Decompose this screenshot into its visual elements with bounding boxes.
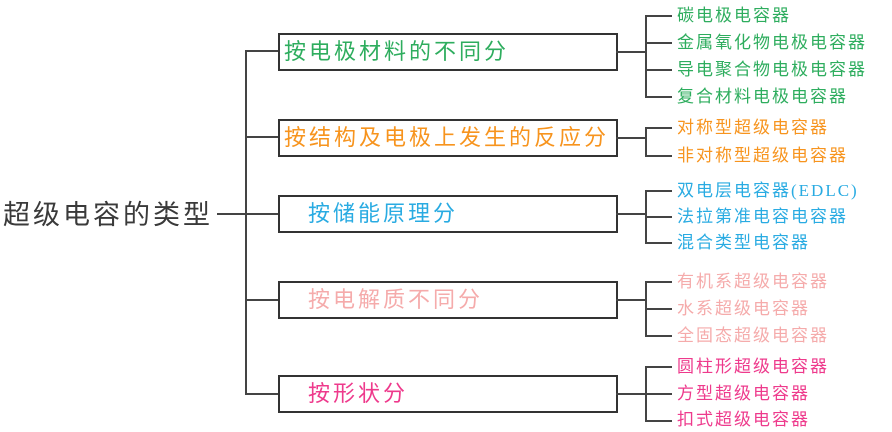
leaf-hybrid-type: 混合类型电容器 [677, 233, 810, 252]
leaf-carbon-electrode: 碳电极电容器 [677, 6, 791, 25]
leaf-stub-line [645, 127, 672, 129]
leaf-stub-line [645, 15, 672, 17]
leaf-symmetric: 对称型超级电容器 [677, 118, 829, 137]
leaf-stub-line [645, 420, 672, 422]
leaf-stub-line [645, 155, 672, 157]
leaf-stub-line [645, 281, 672, 283]
branch2-bracket-connector-line [616, 137, 647, 139]
branch-label: 按电极材料的不同分 [284, 39, 510, 64]
leaf-stub-line [645, 216, 672, 218]
leaf-stub-line [645, 308, 672, 310]
leaf-stub-line [645, 242, 672, 244]
leaf-conducting-polymer-electrode: 导电聚合物电极电容器 [677, 60, 867, 79]
branch-box-structure-reaction: 按结构及电极上发生的反应分 [278, 119, 618, 157]
branch-box-electrode-material: 按电极材料的不同分 [278, 33, 618, 71]
branch3-bracket-connector-line [616, 213, 647, 215]
branch1-bracket-line [645, 15, 647, 98]
leaf-coin-type: 扣式超级电容器 [677, 410, 810, 429]
branch-box-energy-storage-principle: 按储能原理分 [278, 195, 618, 233]
leaf-stub-line [645, 42, 672, 44]
leaf-stub-line [645, 366, 672, 368]
branch1-connector-line [245, 50, 280, 52]
leaf-stub-line [645, 96, 672, 98]
leaf-metal-oxide-electrode: 金属氧化物电极电容器 [677, 33, 867, 52]
root-connector-line [217, 213, 280, 215]
leaf-stub-line [645, 69, 672, 71]
branch2-bracket-line [645, 127, 647, 157]
leaf-faradaic-pseudocapacitor: 法拉第准电容电容器 [677, 207, 848, 226]
leaf-cylindrical: 圆柱形超级电容器 [677, 357, 829, 376]
branch4-bracket-connector-line [616, 299, 647, 301]
branch-label: 按电解质不同分 [308, 287, 484, 312]
leaf-all-solid-state: 全固态超级电容器 [677, 326, 829, 345]
branch1-bracket-connector-line [616, 51, 647, 53]
trunk-line [245, 50, 247, 395]
branch2-connector-line [245, 136, 280, 138]
branch-label: 按形状分 [308, 381, 409, 406]
branch5-connector-line [245, 393, 280, 395]
branch-label: 按结构及电极上发生的反应分 [284, 125, 610, 150]
leaf-stub-line [645, 335, 672, 337]
branch5-bracket-connector-line [616, 393, 647, 395]
branch-box-electrolyte: 按电解质不同分 [278, 281, 618, 319]
branch-label: 按储能原理分 [308, 201, 459, 226]
branch-box-shape: 按形状分 [278, 375, 618, 413]
leaf-stub-line [645, 393, 672, 395]
leaf-prismatic: 方型超级电容器 [677, 384, 810, 403]
leaf-composite-material-electrode: 复合材料电极电容器 [677, 87, 848, 106]
leaf-edlc: 双电层电容器(EDLC) [677, 181, 859, 200]
branch4-connector-line [245, 299, 280, 301]
root-node-label: 超级电容的类型 [3, 200, 213, 230]
leaf-stub-line [645, 190, 672, 192]
leaf-asymmetric: 非对称型超级电容器 [677, 146, 848, 165]
leaf-organic-electrolyte: 有机系超级电容器 [677, 272, 829, 291]
leaf-aqueous-electrolyte: 水系超级电容器 [677, 299, 810, 318]
